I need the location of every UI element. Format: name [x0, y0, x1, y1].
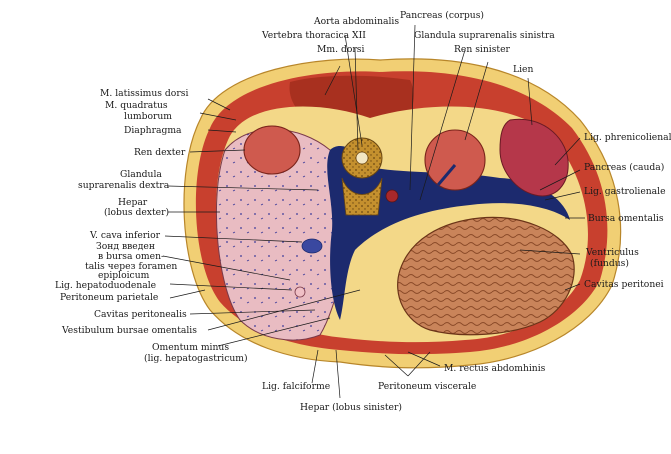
label-quadratus-2: lumborum	[124, 111, 172, 122]
label-ren-dexter: Ren dexter	[134, 147, 186, 158]
kidney-right	[243, 125, 301, 175]
label-lig-phrenicolienale: Lig. phrenicolienale	[584, 132, 671, 143]
label-rectus: M. rectus abdomhinis	[444, 363, 546, 374]
label-latissimus: M. latissimus dorsi	[100, 88, 188, 99]
label-hepar-dexter-1: Hepar	[118, 197, 148, 208]
label-ventriculus-1: Ventriculus	[585, 247, 639, 258]
label-hepar-sinister: Hepar (lobus sinister)	[300, 402, 402, 413]
label-ventriculus-2: (fundus)	[590, 258, 629, 269]
stomach	[397, 216, 575, 336]
label-zond-3: talis через foramen	[85, 261, 177, 272]
label-bursa-omentalis: Bursa omentalis	[588, 213, 664, 224]
label-lig-hepatoduodenale: Lig. hepatoduodenale	[55, 280, 156, 291]
label-cavitas-peritonealis: Cavitas peritonealis	[94, 309, 187, 320]
label-pancreas-cauda: Pancreas (cauda)	[584, 162, 664, 173]
label-vertebra: Vertebra thoracica XII	[261, 30, 366, 41]
label-vena-cava: V. cava inferior	[89, 230, 161, 241]
kidney-left	[424, 129, 486, 191]
vena-cava	[301, 238, 323, 254]
label-glandula-dextra-2: suprarenalis dextra	[78, 180, 170, 191]
label-hepar-dexter-2: (lobus dexter)	[104, 207, 169, 218]
label-lig-falciforme: Lig. falciforme	[262, 381, 330, 392]
label-peritoneum-viscerale: Peritoneum viscerale	[378, 381, 476, 392]
labels: Aorta abdominalis Pancreas (corpus) Vert…	[55, 10, 671, 413]
label-zond-1: Зонд введен	[96, 241, 155, 252]
label-pancreas-corpus: Pancreas (corpus)	[400, 10, 484, 21]
label-glandula-sinistra: Glandula suprarenalis sinistra	[414, 30, 555, 41]
spleen	[499, 118, 569, 197]
label-quadratus-1: M. quadratus	[105, 100, 168, 111]
aorta	[385, 189, 399, 203]
label-zond-2: в bursa omen-	[98, 251, 164, 262]
label-omentum-2: (lig. hepatogastricum)	[144, 353, 248, 364]
label-ren-sinister: Ren sinister	[454, 44, 511, 55]
bursa-omentalis	[327, 145, 570, 320]
label-lien: Lien	[513, 64, 533, 75]
label-cavitas-peritonei: Cavitas peritonei	[584, 279, 664, 290]
label-lig-gastrolienale: Lig. gastrolienale	[584, 186, 666, 197]
label-mm-dorsi: Mm. dorsi	[317, 44, 364, 55]
portal-structures	[294, 286, 306, 298]
label-vestibulum: Vestibulum bursae omentalis	[61, 325, 197, 336]
label-zond-4: epiploicum	[98, 270, 150, 281]
leader-lines	[162, 24, 585, 399]
label-aorta: Aorta abdominalis	[313, 16, 399, 27]
label-omentum-1: Omentum minus	[152, 342, 229, 353]
label-diaphragma: Diaphragma	[124, 125, 182, 136]
label-glandula-dextra-1: Glandula	[120, 169, 162, 180]
renal-pelvis-left	[436, 164, 457, 186]
spinal-canal	[355, 151, 369, 165]
vertebra-process	[341, 177, 383, 216]
label-peritoneum-parietale: Peritoneum parietale	[60, 292, 158, 303]
